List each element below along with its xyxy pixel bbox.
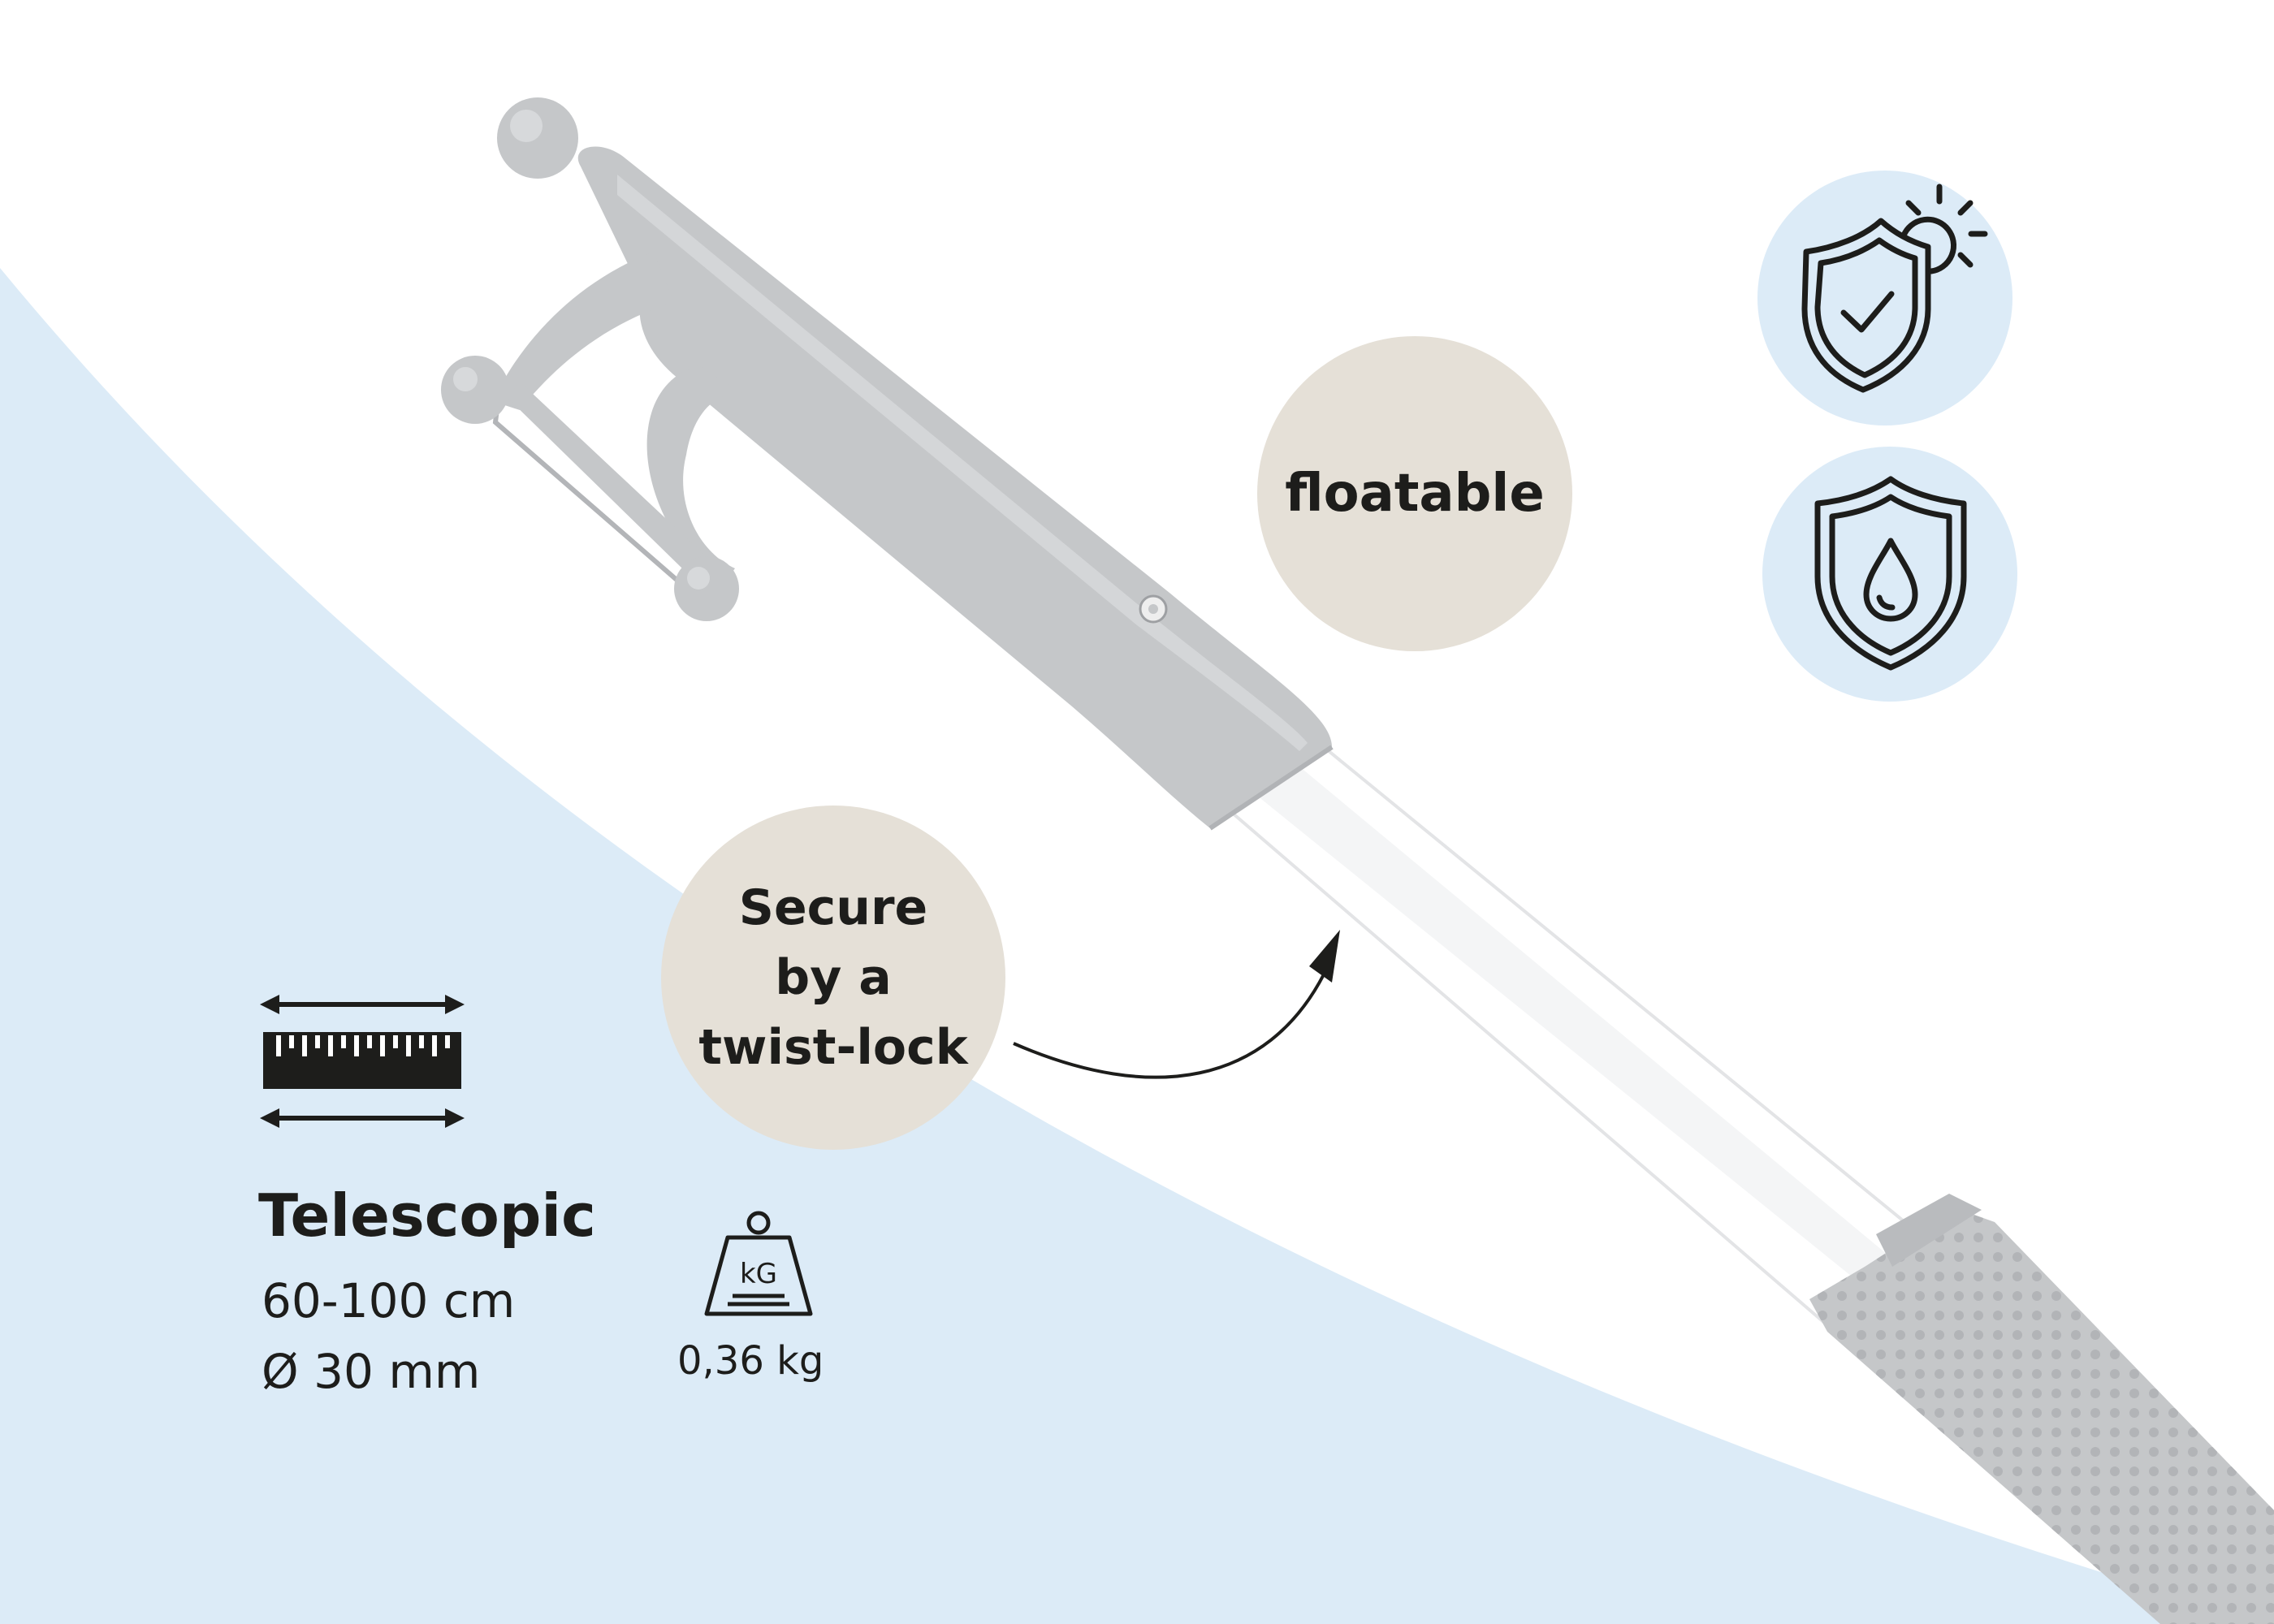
twist-lock-line-1: Secure bbox=[738, 879, 928, 936]
feature-twist-lock: Secure by a twist-lock bbox=[661, 806, 1005, 1150]
spec-diameter: Ø 30 mm bbox=[262, 1344, 481, 1399]
feature-floatable: floatable bbox=[1257, 336, 1572, 651]
svg-text:kG: kG bbox=[740, 1258, 777, 1290]
spec-weight: 0,36 kg bbox=[677, 1338, 824, 1384]
inner-tube bbox=[1228, 745, 1951, 1338]
boat-hook-head bbox=[441, 97, 1334, 831]
ruler-length-icon bbox=[260, 995, 465, 1128]
spec-length: 60-100 cm bbox=[262, 1273, 516, 1328]
spec-title: Telescopic bbox=[258, 1181, 596, 1250]
twist-lock-line-2: by a bbox=[775, 949, 892, 1006]
kg-weight-icon: kG bbox=[704, 1211, 813, 1316]
waterproof-shield-icon bbox=[1762, 447, 2017, 702]
twist-lock-line-3: twist-lock bbox=[698, 1019, 968, 1076]
uv-resistant-shield-icon bbox=[1757, 171, 2012, 425]
twist-lock-arrow bbox=[1013, 930, 1340, 1079]
background-swoosh bbox=[0, 268, 2274, 1624]
feature-floatable-label: floatable bbox=[1285, 464, 1545, 524]
handle-grip bbox=[1809, 1194, 2274, 1624]
